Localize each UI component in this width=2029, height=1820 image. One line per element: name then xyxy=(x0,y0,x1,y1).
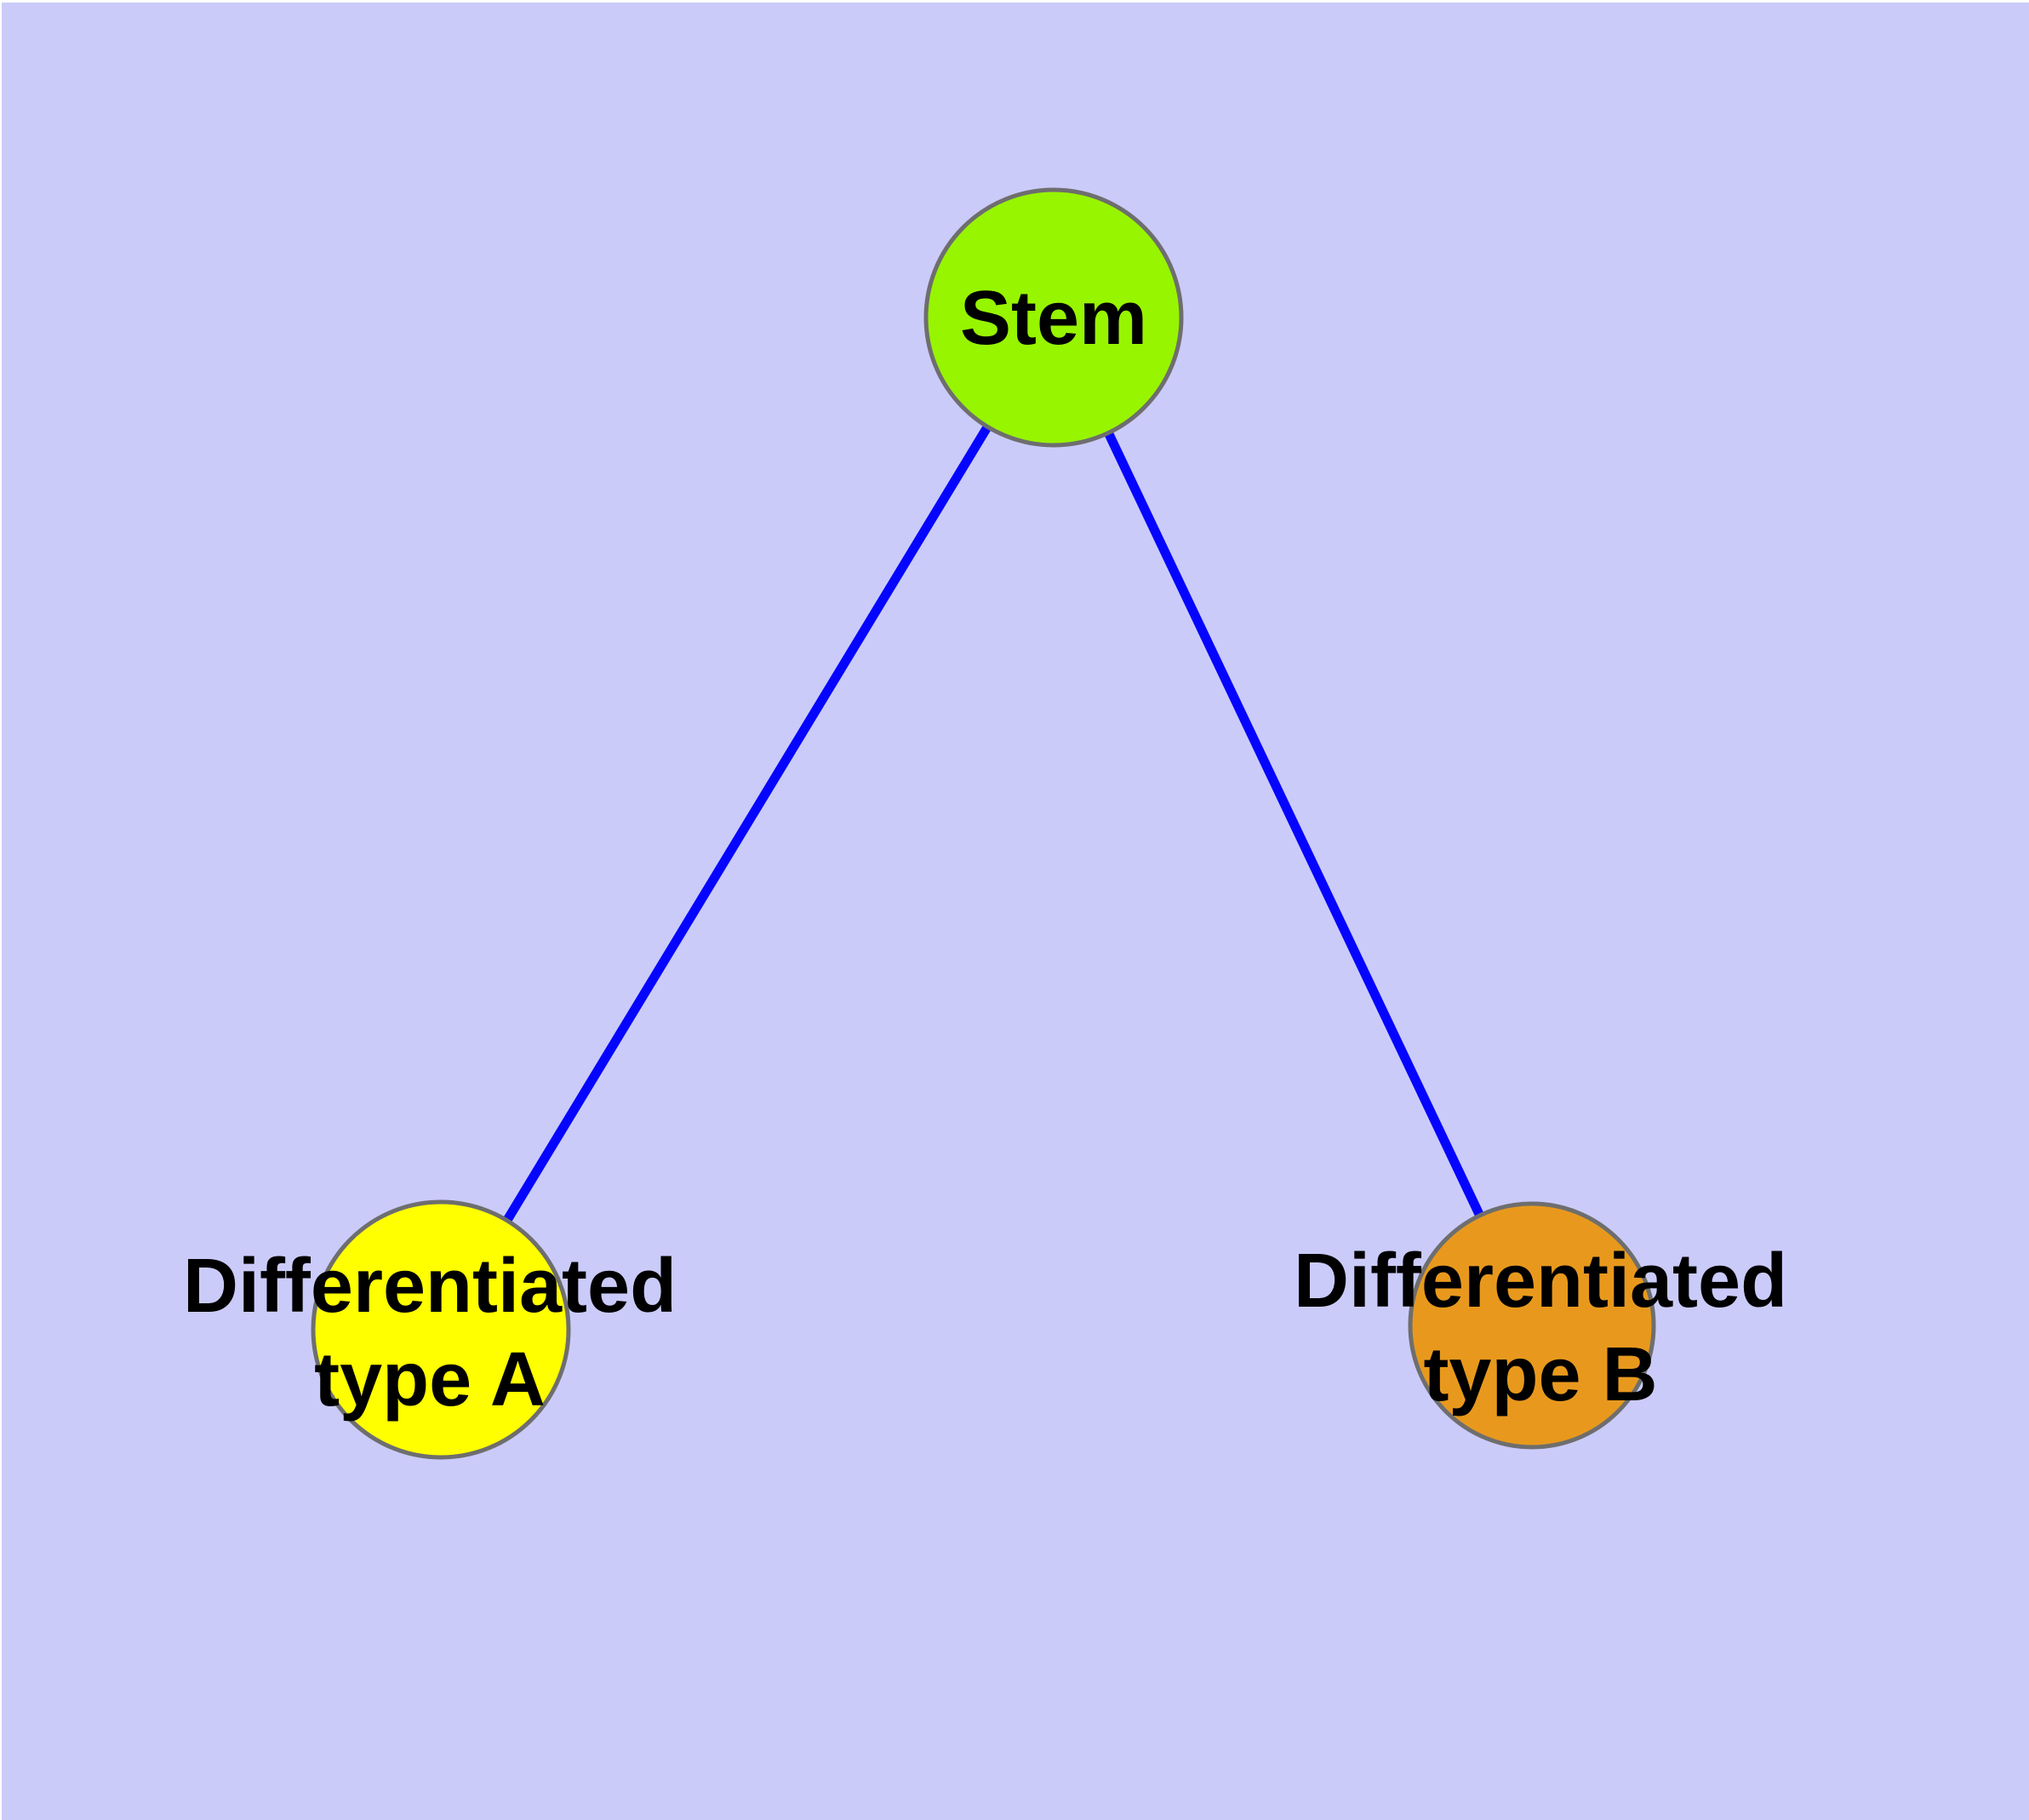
edge-stem-to-type-b xyxy=(1049,315,1536,1328)
window-edge-top xyxy=(0,0,2029,3)
node-stem-circle xyxy=(923,187,1184,448)
node-differentiated-type-b-circle xyxy=(1408,1201,1656,1450)
window-edge-left xyxy=(0,0,2,1820)
edge-stem-to-type-a xyxy=(437,315,1058,1332)
node-differentiated-type-a-circle xyxy=(311,1199,571,1460)
